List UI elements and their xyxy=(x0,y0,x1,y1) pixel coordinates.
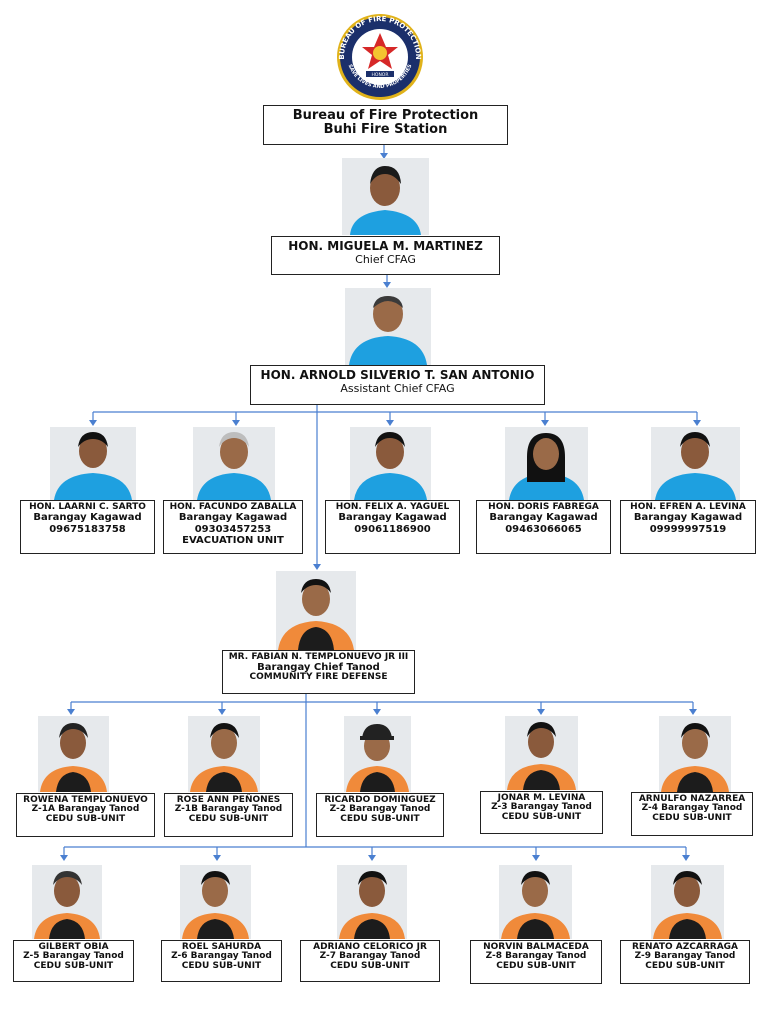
chief-photo xyxy=(342,158,429,235)
kagawad-photo xyxy=(350,427,431,500)
kagawad-name: HON. LAARNI C. SARTO xyxy=(29,502,146,512)
tanod-role: Z-6 Barangay Tanod xyxy=(171,951,272,962)
kagawad-box: HON. DORIS FABREGA Barangay Kagawad 0946… xyxy=(476,500,611,554)
tanod-name: RENATO AZCARRAGA xyxy=(631,942,739,952)
kagawad-contact: 09061186900 xyxy=(354,523,431,535)
tanod-name: RICARDO DOMINGUEZ xyxy=(324,795,436,805)
tanod-name: ARNULFO NAZARREA xyxy=(638,794,746,804)
chief-role: Chief CFAG xyxy=(355,252,416,266)
kagawad-name: HON. DORIS FABREGA xyxy=(488,502,599,512)
tanod-photo xyxy=(38,716,109,792)
station-title-box: Bureau of Fire Protection Buhi Fire Stat… xyxy=(263,105,508,145)
assistant-role: Assistant Chief CFAG xyxy=(340,381,455,395)
chief-tanod-unit: COMMUNITY FIRE DEFENSE xyxy=(249,672,388,683)
tanod-role: Z-4 Barangay Tanod xyxy=(641,803,743,814)
tanod-photo xyxy=(505,716,578,790)
chief-tanod-role: Barangay Chief Tanod xyxy=(257,662,380,674)
chief-name: HON. MIGUELA M. MARTINEZ xyxy=(288,239,483,253)
kagawad-role: Barangay Kagawad xyxy=(33,512,142,524)
tanod-role: Z-3 Barangay Tanod xyxy=(491,802,592,813)
kagawad-name: HON. EFREN A. LEVINA xyxy=(630,502,746,512)
tanod-box: ROSE ANN PEÑONES Z-1B Barangay Tanod CED… xyxy=(164,793,293,837)
tanod-name: JONAR M. LEVINA xyxy=(497,793,586,803)
chief-tanod-box: MR. FABIAN N. TEMPLONUEVO JR III Baranga… xyxy=(222,650,415,694)
kagawad-role: Barangay Kagawad xyxy=(338,512,447,524)
tanod-box: RICARDO DOMINGUEZ Z-2 Barangay Tanod CED… xyxy=(316,793,444,837)
tanod-box: RENATO AZCARRAGA Z-9 Barangay Tanod CEDU… xyxy=(620,940,750,984)
kagawad-photo xyxy=(193,427,275,500)
kagawad-contact: 09463066065 xyxy=(505,523,582,535)
tanod-role: Z-7 Barangay Tanod xyxy=(319,951,421,962)
tanod-box: NORVIN BALMACEDA Z-8 Barangay Tanod CEDU… xyxy=(470,940,602,984)
tanod-unit: CEDU SUB-UNIT xyxy=(645,961,725,972)
kagawad-photo xyxy=(505,427,588,500)
kagawad-box: HON. LAARNI C. SARTO Barangay Kagawad 09… xyxy=(20,500,155,554)
tanod-role: Z-1B Barangay Tanod xyxy=(174,804,283,815)
tanod-box: GILBERT OBIA Z-5 Barangay Tanod CEDU SUB… xyxy=(13,940,134,982)
tanod-unit: CEDU SUB-UNIT xyxy=(652,813,732,824)
tanod-photo xyxy=(180,865,251,939)
tanod-photo xyxy=(344,716,411,792)
tanod-photo xyxy=(337,865,407,939)
tanod-box: ARNULFO NAZARREA Z-4 Barangay Tanod CEDU… xyxy=(631,792,753,836)
tanod-unit: CEDU SUB-UNIT xyxy=(181,961,262,972)
tanod-box: ADRIANO CELORICO JR Z-7 Barangay Tanod C… xyxy=(300,940,440,982)
tanod-unit: CEDU SUB-UNIT xyxy=(501,812,582,823)
svg-text:HONOR: HONOR xyxy=(372,72,389,78)
kagawad-unit: EVACUATION UNIT xyxy=(182,535,284,547)
kagawad-contact: 09999997519 xyxy=(649,523,727,535)
bfp-seal-logo: BUREAU OF FIRE PROTECTION SAVE LIVES AND… xyxy=(330,13,430,101)
kagawad-box: HON. EFREN A. LEVINA Barangay Kagawad 09… xyxy=(620,500,756,554)
tanod-box: ROEL SAHURDA Z-6 Barangay Tanod CEDU SUB… xyxy=(161,940,282,982)
tanod-name: GILBERT OBIA xyxy=(38,942,109,952)
chief-tanod-name: MR. FABIAN N. TEMPLONUEVO JR III xyxy=(228,652,409,662)
tanod-name: NORVIN BALMACEDA xyxy=(483,942,589,952)
tanod-role: Z-5 Barangay Tanod xyxy=(23,951,124,962)
kagawad-box: HON. FACUNDO ZABALLA Barangay Kagawad 09… xyxy=(163,500,303,554)
kagawad-contact: 09303457253 xyxy=(194,523,272,535)
assistant-box: HON. ARNOLD SILVERIO T. SAN ANTONIO Assi… xyxy=(250,365,545,405)
kagawad-contact: 09675183758 xyxy=(49,523,126,535)
chief-tanod-photo xyxy=(276,571,356,650)
tanod-photo xyxy=(32,865,102,939)
tanod-name: ROEL SAHURDA xyxy=(181,942,262,952)
tanod-photo xyxy=(659,716,731,792)
tanod-role: Z-1A Barangay Tanod xyxy=(31,804,140,815)
tanod-role: Z-8 Barangay Tanod xyxy=(485,951,587,962)
tanod-photo xyxy=(188,716,260,792)
tanod-box: JONAR M. LEVINA Z-3 Barangay Tanod CEDU … xyxy=(480,791,603,834)
chief-box: HON. MIGUELA M. MARTINEZ Chief CFAG xyxy=(271,236,500,275)
kagawad-photo xyxy=(651,427,740,500)
kagawad-name: HON. FACUNDO ZABALLA xyxy=(169,502,297,512)
kagawad-photo xyxy=(50,427,136,500)
tanod-name: ROSE ANN PEÑONES xyxy=(176,795,281,805)
tanod-name: ADRIANO CELORICO JR xyxy=(313,942,427,952)
tanod-role: Z-9 Barangay Tanod xyxy=(634,951,736,962)
kagawad-box: HON. FELIX A. YAGUEL Barangay Kagawad 09… xyxy=(325,500,460,554)
kagawad-role: Barangay Kagawad xyxy=(633,512,743,524)
title-line-1: Bureau of Fire Protection xyxy=(292,108,479,123)
tanod-unit: CEDU SUB-UNIT xyxy=(188,814,269,825)
tanod-box: ROWENA TEMPLONUEVO Z-1A Barangay Tanod C… xyxy=(16,793,155,837)
tanod-unit: CEDU SUB-UNIT xyxy=(330,961,410,972)
assistant-photo xyxy=(345,288,431,365)
tanod-unit: CEDU SUB-UNIT xyxy=(496,961,576,972)
kagawad-name: HON. FELIX A. YAGUEL xyxy=(335,502,450,512)
tanod-name: ROWENA TEMPLONUEVO xyxy=(23,795,148,805)
tanod-photo xyxy=(499,865,572,939)
assistant-name: HON. ARNOLD SILVERIO T. SAN ANTONIO xyxy=(260,368,535,382)
tanod-unit: CEDU SUB-UNIT xyxy=(340,814,420,825)
kagawad-role: Barangay Kagawad xyxy=(178,512,288,524)
tanod-unit: CEDU SUB-UNIT xyxy=(33,961,114,972)
tanod-role: Z-2 Barangay Tanod xyxy=(329,804,431,815)
tanod-photo xyxy=(651,865,724,939)
title-line-2: Buhi Fire Station xyxy=(323,122,448,138)
kagawad-role: Barangay Kagawad xyxy=(489,512,598,524)
tanod-unit: CEDU SUB-UNIT xyxy=(45,814,126,825)
